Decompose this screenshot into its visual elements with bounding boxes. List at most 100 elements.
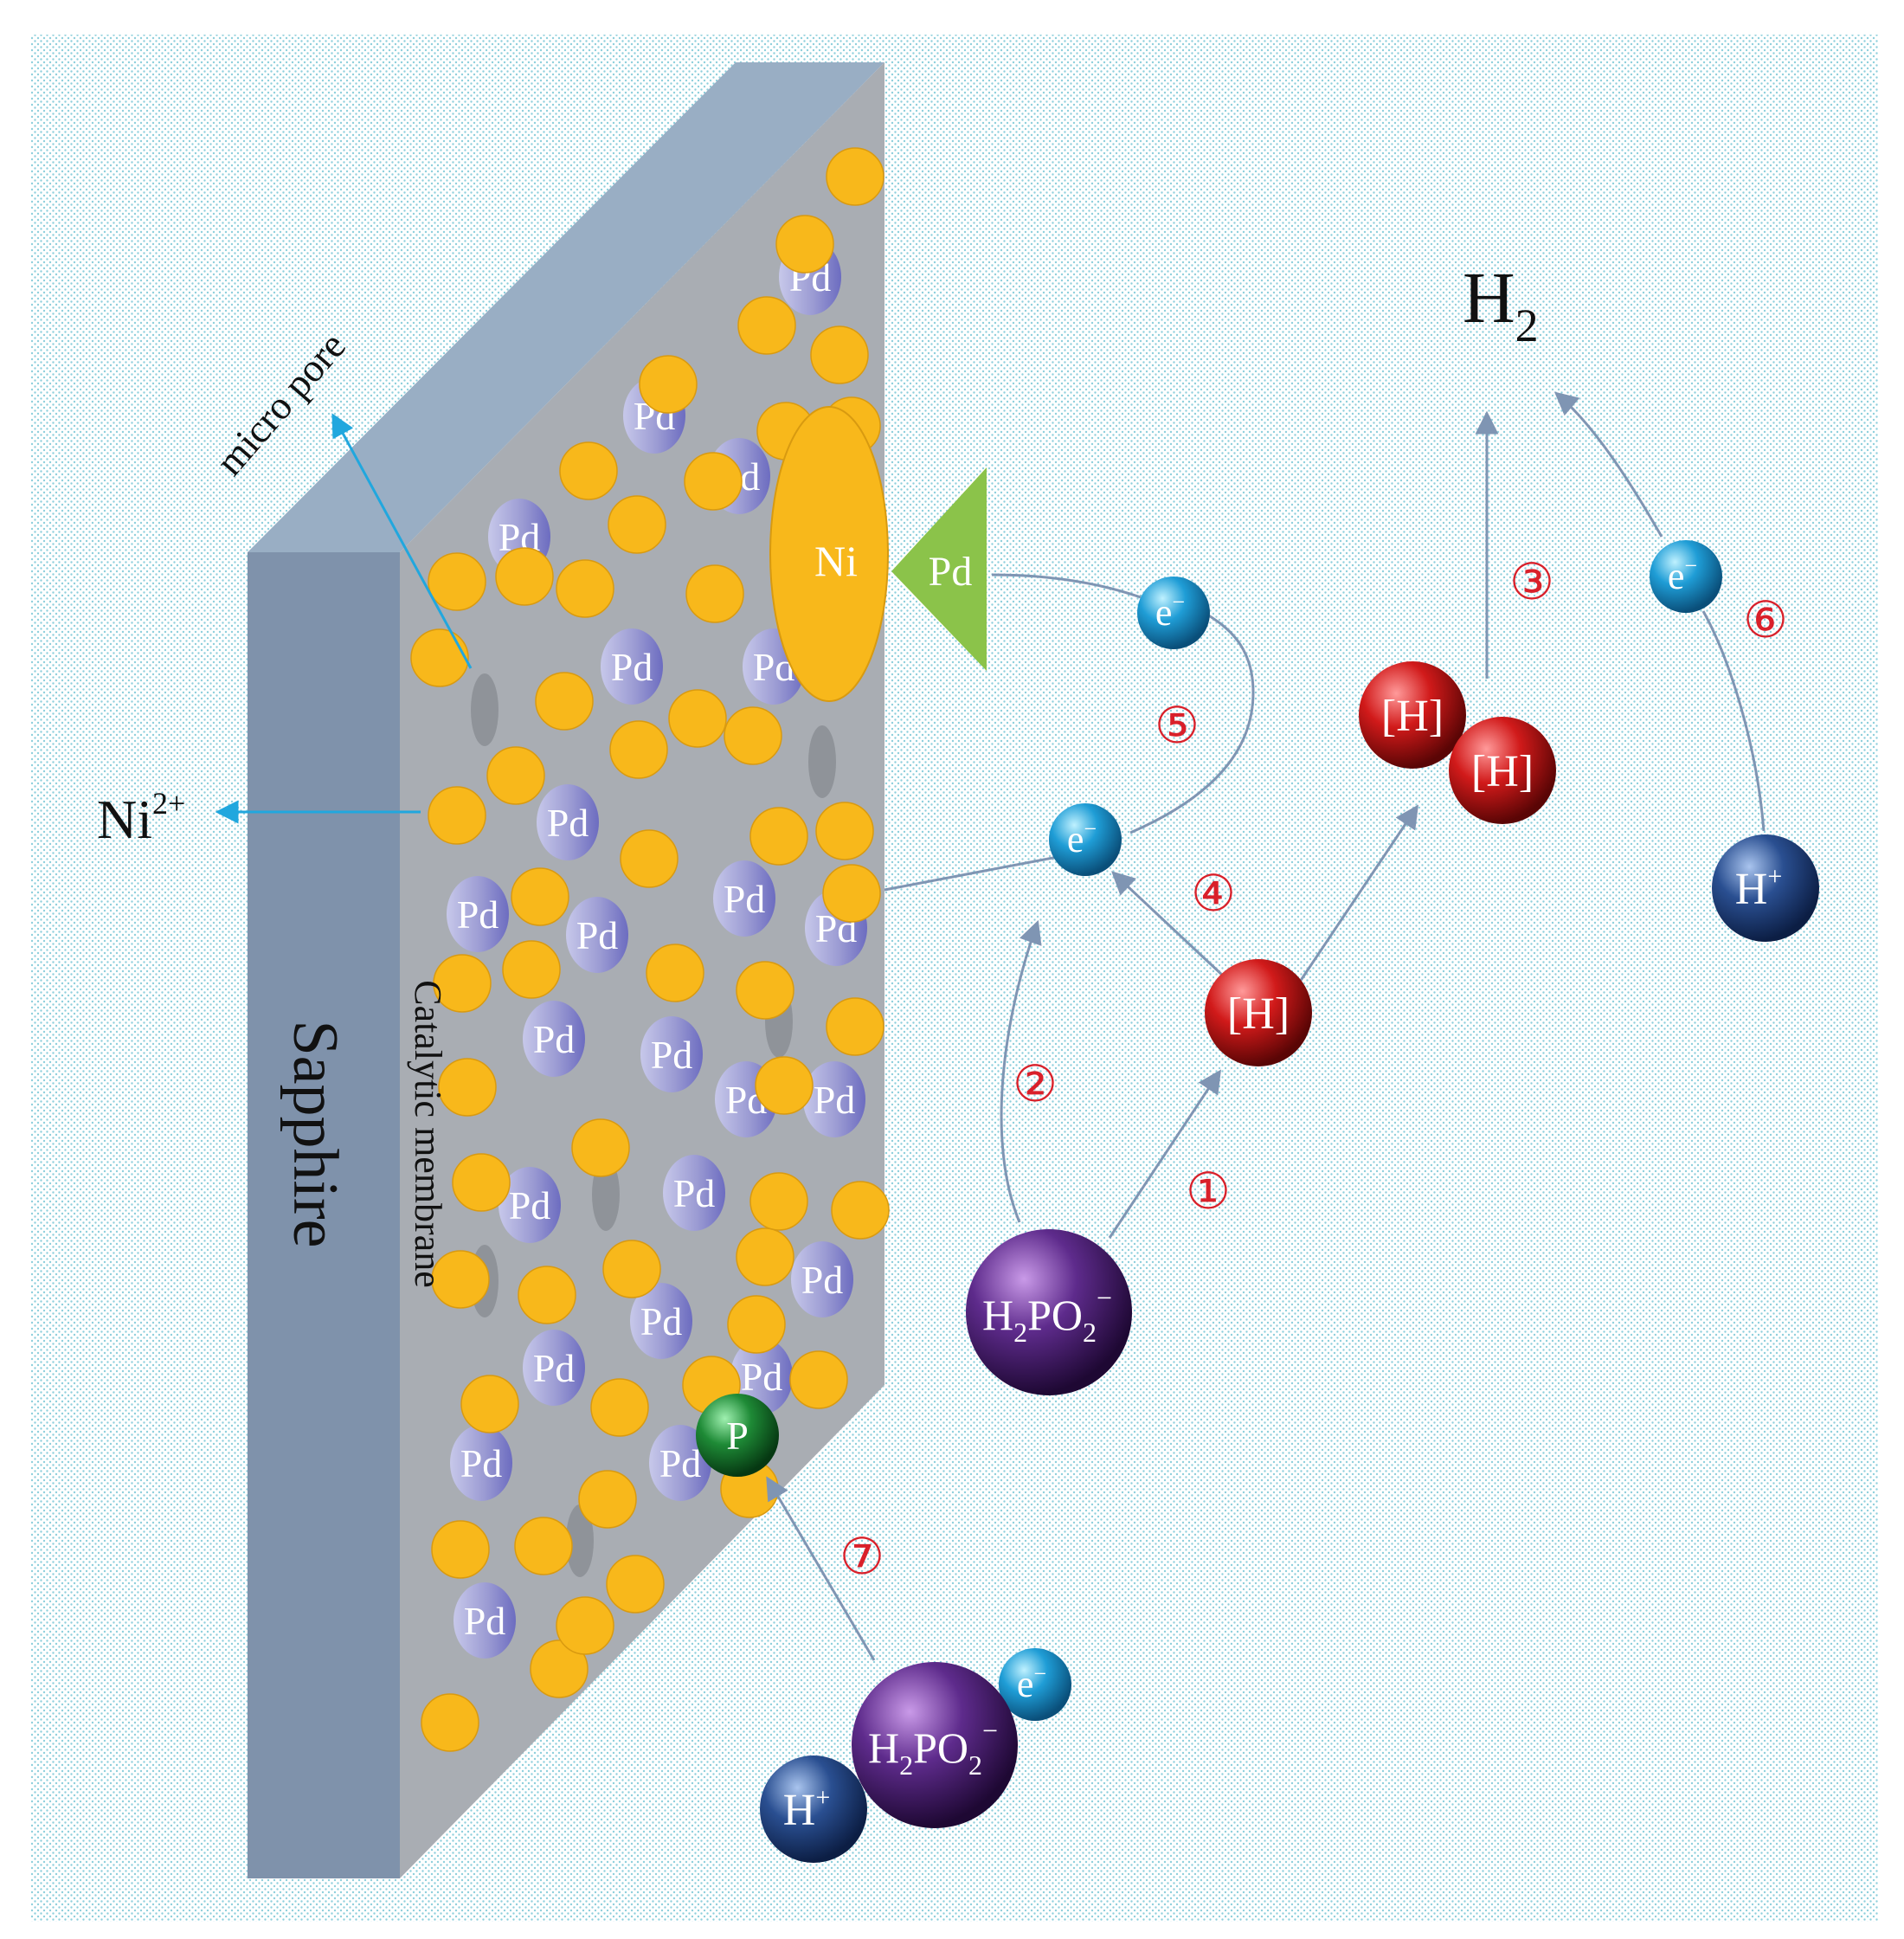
pd-particle-label: Pd xyxy=(814,1078,856,1122)
electron: e− xyxy=(1137,577,1210,649)
pd-particle-shape xyxy=(453,1582,516,1659)
nickel-cluster-label: Ni xyxy=(814,537,858,585)
pd-particle-shape xyxy=(663,1155,725,1231)
gold-particle xyxy=(428,786,486,845)
pd-particle-label: Pd xyxy=(651,1033,693,1077)
electron-label: e− xyxy=(1067,816,1097,860)
step-2-arrow xyxy=(1000,919,1042,1223)
membrane-to-electron-line xyxy=(884,855,1058,892)
hypophosphite-sphere xyxy=(852,1662,1018,1828)
pd-particle: Pd xyxy=(537,784,599,860)
electron-sphere xyxy=(999,1648,1071,1721)
gold-particle xyxy=(646,944,704,1002)
gold-particle xyxy=(486,746,545,805)
pd-particle-label: Pd xyxy=(724,877,766,921)
gold-particle xyxy=(590,1378,649,1437)
catalytic-membrane-label: Catalytic membrane xyxy=(407,980,449,1288)
pd-particle: Pd xyxy=(523,1330,585,1406)
step-number-3: ③ xyxy=(1509,554,1554,610)
gold-particle xyxy=(789,1350,848,1409)
electron-label: e− xyxy=(1155,589,1185,634)
hydrogen-atom: [H] xyxy=(1359,661,1466,769)
gold-particle xyxy=(810,325,869,384)
hydrogen-atom-label: [H] xyxy=(1381,692,1444,741)
hydrogen-atom-sphere xyxy=(1359,661,1466,769)
pd-particle-label: Pd xyxy=(457,892,499,937)
pd-particle: Pd xyxy=(630,1283,692,1359)
micro-pore-arrow xyxy=(331,413,473,669)
proton-sphere xyxy=(1712,834,1819,942)
gold-particle xyxy=(822,864,881,923)
gold-particle xyxy=(685,564,744,623)
electron-sphere xyxy=(1137,577,1210,649)
pd-particle-label: Pd xyxy=(533,1017,576,1061)
pd-particle-label: Pd xyxy=(673,1171,716,1215)
gold-particle xyxy=(727,1295,786,1354)
gold-particle xyxy=(755,1056,814,1115)
pd-particle: Pd xyxy=(499,1167,561,1243)
pd-particle-shape xyxy=(566,897,628,973)
step-5-to-pd xyxy=(991,573,1142,599)
hydrogen-atom-label: [H] xyxy=(1471,747,1534,796)
step-5-curve xyxy=(1129,611,1255,834)
gold-particle xyxy=(609,720,668,779)
gold-particle xyxy=(452,1153,511,1212)
gold-particle xyxy=(433,954,492,1013)
step-number-2: ② xyxy=(1013,1056,1058,1112)
phosphorus-sphere xyxy=(696,1394,779,1477)
gold-particle xyxy=(431,1520,490,1579)
proton-sphere xyxy=(760,1755,867,1863)
nickel-ion-label: Ni2+ xyxy=(97,786,185,850)
step-1-arrow xyxy=(1108,1069,1221,1239)
gold-particle xyxy=(724,706,782,765)
hydrogen-gas-label: H2 xyxy=(1463,258,1539,351)
hypophosphite-sphere xyxy=(966,1229,1132,1395)
hypophosphite-ion: H2PO2− xyxy=(966,1229,1132,1395)
pd-particle-shape xyxy=(713,860,775,937)
gold-particle xyxy=(578,1470,637,1529)
proton: H+ xyxy=(760,1755,867,1863)
hypophosphite-label: H2PO2− xyxy=(868,1715,998,1781)
reaction-arrows xyxy=(766,391,1766,1661)
pd-particle-shape xyxy=(450,1425,512,1501)
pd-particle-label: Pd xyxy=(801,1258,844,1302)
gold-particle xyxy=(606,1555,665,1614)
electron-label: e− xyxy=(1668,553,1697,597)
gold-particle xyxy=(431,1250,490,1309)
gold-particle xyxy=(736,961,794,1020)
hydrogen-atom-label: [H] xyxy=(1227,989,1290,1039)
step-6-lower xyxy=(1701,610,1766,832)
gold-particle xyxy=(556,559,614,618)
pd-particle: Pd xyxy=(601,628,663,705)
electron: e− xyxy=(1049,803,1122,876)
gold-particle xyxy=(737,296,796,355)
gold-particle xyxy=(826,147,884,206)
proton: H+ xyxy=(1712,834,1819,942)
gold-particle-group xyxy=(410,147,890,1752)
electron: e− xyxy=(999,1648,1071,1721)
pd-particle-label: Pd xyxy=(611,645,653,689)
step-number-1: ① xyxy=(1186,1163,1231,1220)
gold-particle xyxy=(514,1517,573,1575)
substrate-front-face xyxy=(248,552,400,1878)
gold-particle xyxy=(815,802,874,860)
pd-particle-shape xyxy=(523,1330,585,1406)
gold-particle xyxy=(421,1693,479,1752)
pd-particle-shape xyxy=(447,876,509,952)
phosphorus-label: P xyxy=(726,1414,749,1458)
gold-particle xyxy=(831,1181,890,1240)
gold-particle xyxy=(736,1227,794,1286)
electron-label: e− xyxy=(1017,1661,1046,1705)
nickel-cluster xyxy=(769,406,889,702)
gold-particle xyxy=(775,215,834,274)
sapphire-label: Sapphire xyxy=(280,1020,351,1247)
step-number-4: ④ xyxy=(1191,866,1236,922)
step-hh-arrow xyxy=(1298,804,1419,982)
pd-particle: Pd xyxy=(566,897,628,973)
step-6-upper xyxy=(1553,391,1663,538)
pd-particle-shape xyxy=(791,1241,853,1317)
gold-particle xyxy=(495,547,554,606)
pd-particle: Pd xyxy=(663,1155,725,1231)
